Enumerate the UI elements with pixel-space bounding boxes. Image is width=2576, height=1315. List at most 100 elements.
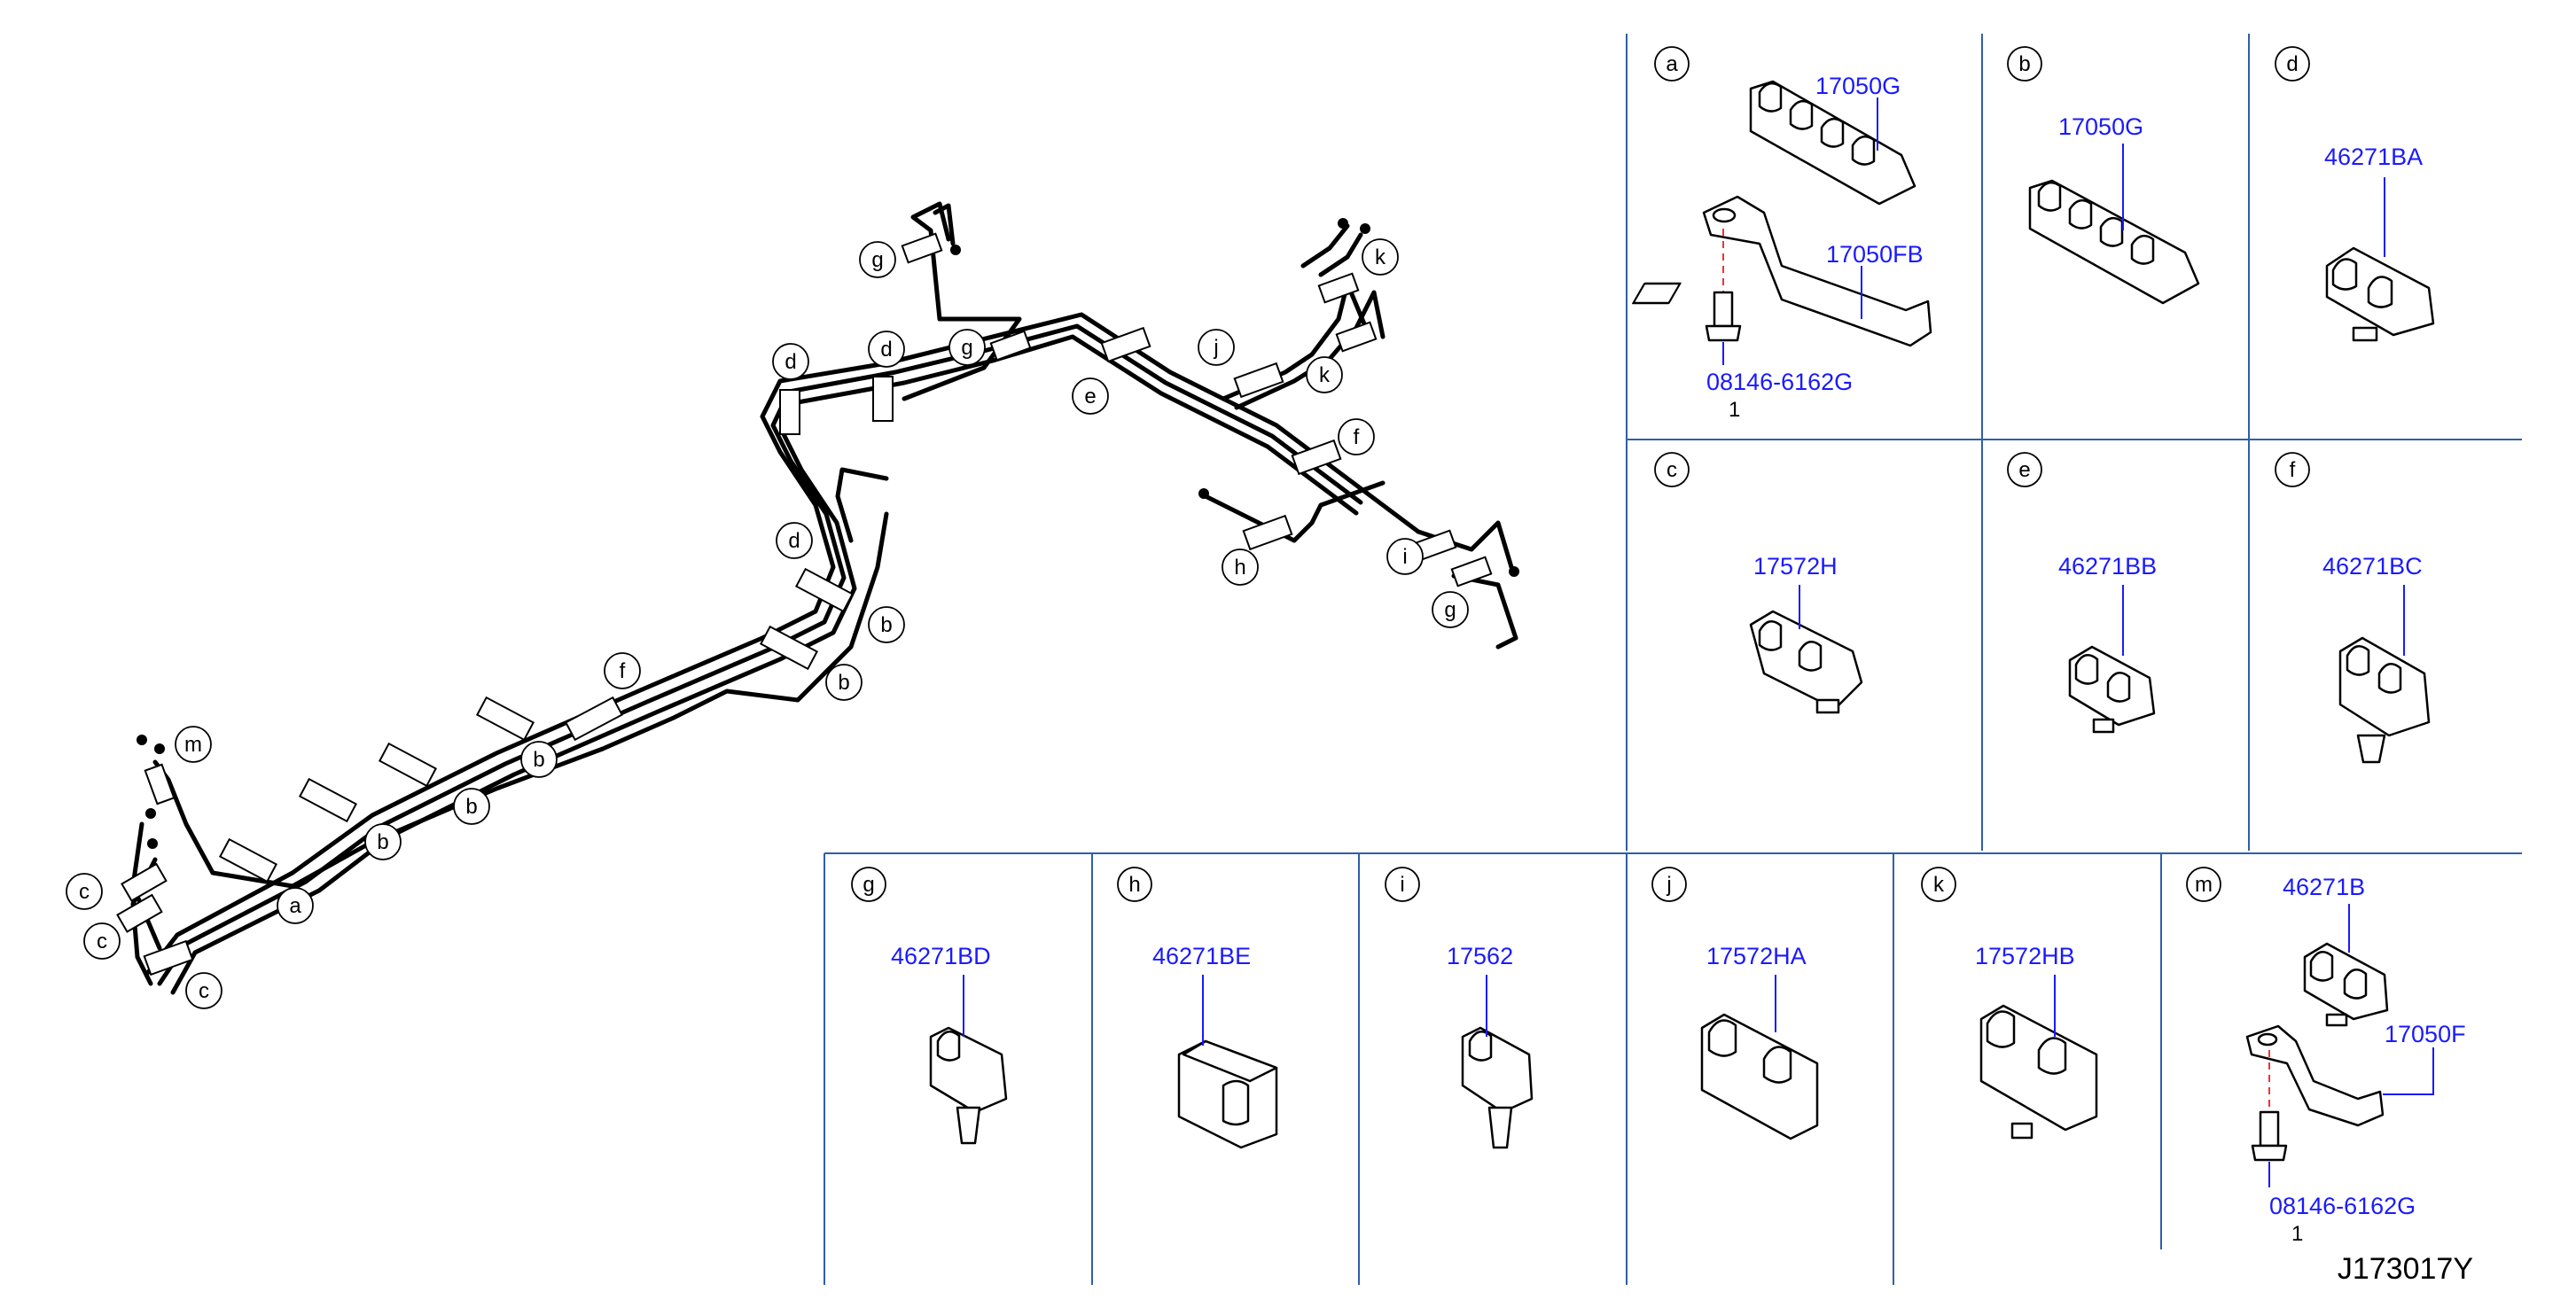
callout-b-label: b xyxy=(465,795,477,819)
panel-d-letter: d xyxy=(2286,52,2298,76)
callout-b-label: b xyxy=(880,613,892,637)
clip-46271bd-icon xyxy=(929,1026,1008,1145)
panel-b: b 17050G xyxy=(2007,46,2200,305)
clip-17050g-icon xyxy=(1749,80,1916,206)
callout-j: j xyxy=(1198,329,1235,366)
callout-b-label: b xyxy=(533,748,544,772)
callout-g: g xyxy=(948,329,986,366)
bolt-icon xyxy=(2251,1110,2288,1162)
part-number: 08146-6162G xyxy=(2269,1193,2416,1219)
panel-k-letter: k xyxy=(1933,873,1945,897)
callout-g-label: g xyxy=(1444,598,1456,622)
callout-g: g xyxy=(859,241,896,278)
clip-17050g-icon xyxy=(2028,179,2200,305)
part-number: 46271BE xyxy=(1152,943,1251,969)
panel-grid xyxy=(824,34,2522,1285)
callout-f: f xyxy=(604,652,641,689)
part-number: 46271BD xyxy=(891,943,991,969)
panel-i: i 17562 xyxy=(1385,867,1534,1149)
bracket-17050fb-icon xyxy=(1632,195,1932,347)
callout-c: c xyxy=(185,972,222,1009)
callout-k-label: k xyxy=(1375,245,1386,269)
callout-g-label: g xyxy=(961,336,972,360)
callout-k-label: k xyxy=(1319,363,1331,387)
bolt-icon xyxy=(1705,291,1742,342)
bracket-17050f-icon xyxy=(2245,1024,2385,1127)
panel-g: g 46271BD xyxy=(851,867,1008,1145)
panel-f: f 46271BC xyxy=(2275,452,2431,764)
callout-d: d xyxy=(776,522,813,559)
overview-callouts: m c c c a b b b f b b d d d g g e j k k … xyxy=(66,238,1469,1009)
callout-d: d xyxy=(772,343,809,380)
callout-c: c xyxy=(66,873,103,910)
callout-c: c xyxy=(83,922,121,960)
callout-e-label: e xyxy=(1084,385,1096,409)
pipe-clips xyxy=(116,232,1493,977)
callout-a-label: a xyxy=(289,894,301,918)
callout-g-label: g xyxy=(871,248,883,272)
part-number: 17572HB xyxy=(1975,943,2075,969)
panel-j-letter: j xyxy=(1666,873,1671,897)
panel-a-letter: a xyxy=(1666,52,1678,76)
panel-k: k 17572HB xyxy=(1921,867,2098,1140)
clip-17572ha-icon xyxy=(1700,1013,1819,1140)
panel-e: e 46271BB xyxy=(2007,452,2157,734)
part-number: 17050G xyxy=(1815,73,1901,99)
callout-c-label: c xyxy=(79,880,90,904)
part-number: 17050G xyxy=(2058,113,2143,140)
panel-c: c 17572H xyxy=(1654,452,1863,714)
callout-b: b xyxy=(453,788,490,825)
callout-k: k xyxy=(1306,356,1343,393)
panel-b-letter: b xyxy=(2018,52,2030,76)
clip-46271bb-icon xyxy=(2068,645,2156,734)
callout-f: f xyxy=(1338,418,1375,455)
callout-f-label: f xyxy=(620,659,626,683)
panel-a: a 17050G 17050FB 08146-6162G 1 xyxy=(1632,46,1932,422)
callout-b-label: b xyxy=(838,671,849,695)
callout-b-label: b xyxy=(377,830,388,854)
quantity: 1 xyxy=(2291,1222,2303,1246)
clip-46271ba-icon xyxy=(2325,246,2435,342)
callout-b: b xyxy=(825,664,863,701)
panel-j: j 17572HA xyxy=(1651,867,1819,1140)
panel-g-letter: g xyxy=(863,873,874,897)
clip-17572hb-icon xyxy=(1979,1004,2098,1140)
clip-46271b-icon xyxy=(2303,942,2389,1027)
part-number: 46271BA xyxy=(2324,144,2423,170)
pipe-end-caps xyxy=(137,218,1519,849)
callout-j-label: j xyxy=(1213,336,1218,360)
part-number: 17050FB xyxy=(1826,241,1924,268)
callout-m: m xyxy=(175,726,212,763)
panel-i-letter: i xyxy=(1400,873,1404,897)
callout-b: b xyxy=(364,823,402,860)
callout-m-label: m xyxy=(184,733,202,757)
panel-d: d 46271BA xyxy=(2275,46,2435,342)
callout-f-label: f xyxy=(1354,425,1360,449)
callout-h: h xyxy=(1222,549,1259,586)
callout-d: d xyxy=(868,331,905,368)
panel-h: h 46271BE xyxy=(1117,867,1278,1149)
diagram-id: J173017Y xyxy=(2338,1252,2473,1286)
part-number: 17562 xyxy=(1447,943,1513,969)
panel-e-letter: e xyxy=(2018,458,2030,482)
panel-c-letter: c xyxy=(1667,458,1677,482)
part-number: 17572HA xyxy=(1706,943,1807,969)
part-number: 17572H xyxy=(1753,553,1838,580)
callout-b: b xyxy=(868,606,905,643)
clip-17572h-icon xyxy=(1749,610,1863,714)
callout-c-label: c xyxy=(199,979,209,1003)
callout-i-label: i xyxy=(1402,545,1407,569)
panel-h-letter: h xyxy=(1128,873,1140,897)
callout-a: a xyxy=(277,887,314,924)
callout-i: i xyxy=(1386,538,1424,575)
part-number: 08146-6162G xyxy=(1706,369,1853,395)
callout-b: b xyxy=(520,741,558,778)
callout-k: k xyxy=(1362,238,1399,276)
callout-c-label: c xyxy=(97,930,107,953)
panel-m: m 46271B 17050F 08146-6162G 1 xyxy=(2186,867,2466,1246)
quantity: 1 xyxy=(1729,398,1740,422)
callout-h-label: h xyxy=(1234,556,1245,580)
part-number: 46271BB xyxy=(2058,553,2157,580)
panel-f-letter: f xyxy=(2290,458,2296,482)
